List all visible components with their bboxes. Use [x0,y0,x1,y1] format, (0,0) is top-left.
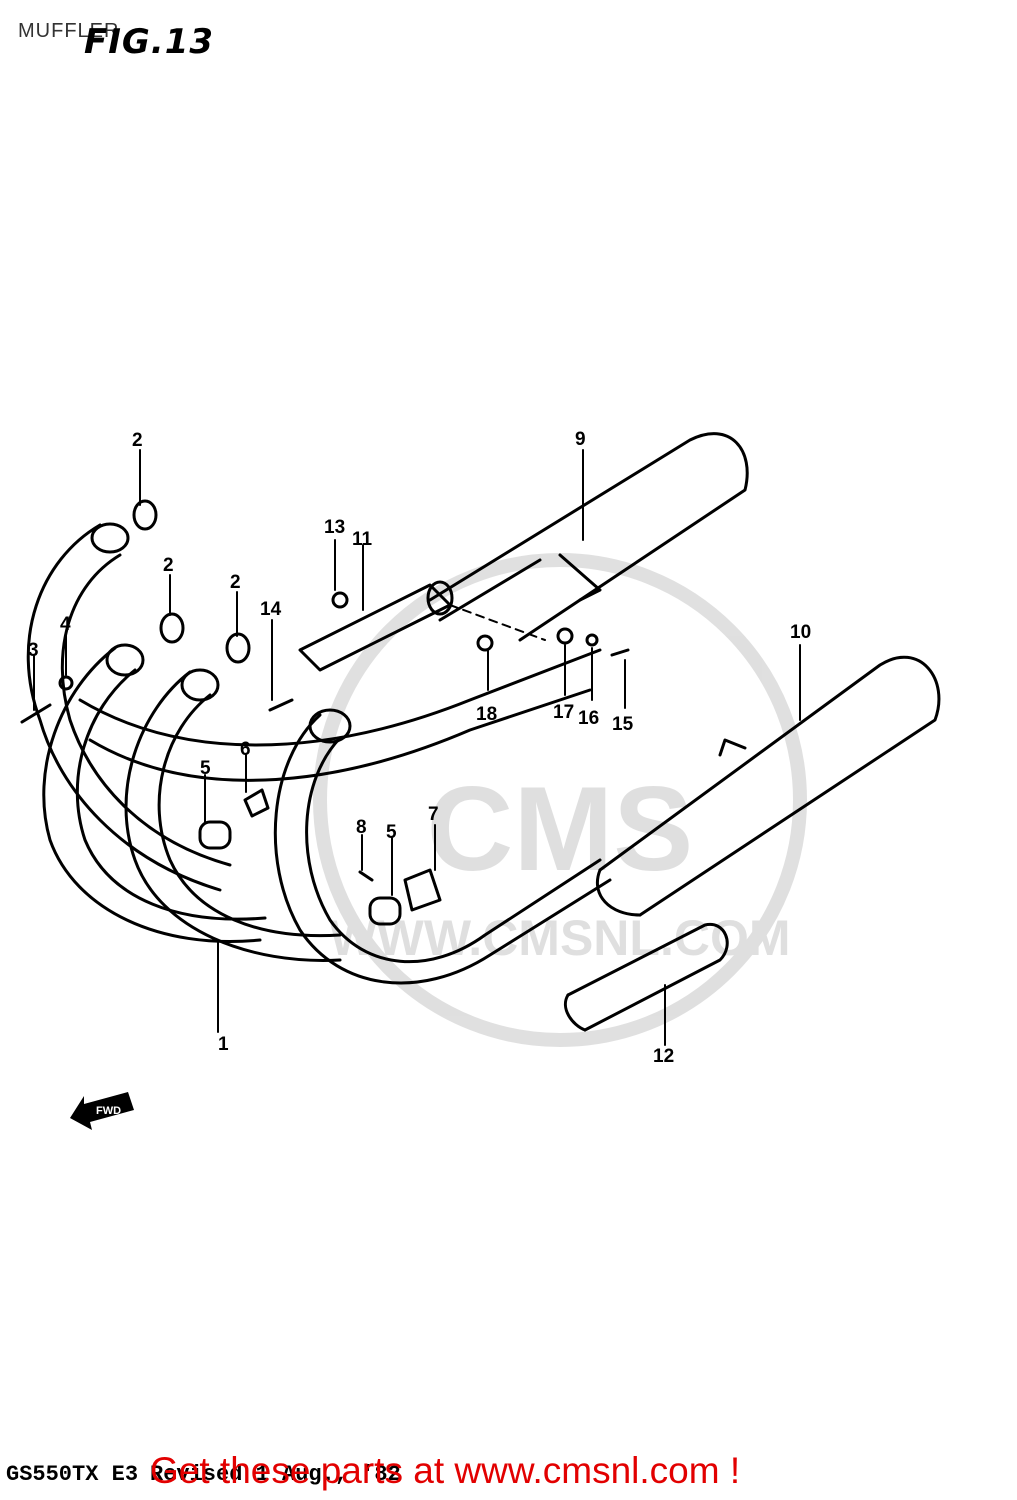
callout-5b: 5 [386,822,397,843]
figure-title: FIG.13 [84,22,215,62]
exhaust-pipe-2 [42,643,267,943]
watermark-logo-text: CMS [427,762,694,896]
callout-9: 9 [575,429,586,450]
callout-2c: 2 [230,572,241,593]
exhaust-pipe-1 [26,522,232,892]
fwd-label: FWD [96,1105,121,1117]
footer-model: GS550TX E3 [6,1462,139,1487]
collector-pipe [78,648,602,782]
callout-16: 16 [578,708,599,729]
callout-2b: 2 [163,555,174,576]
fwd-arrow-icon: FWD [70,1092,134,1130]
watermark-url-text: WWW.CMSNL.COM [329,910,790,966]
callout-11: 11 [352,529,373,550]
muffler-9 [428,432,749,642]
exhaust-pipe-4 [273,708,612,985]
small-fasteners [20,591,630,926]
callout-18: 18 [476,704,497,725]
callout-15: 15 [612,714,634,735]
section-label: MUFFLER [18,20,120,42]
callout-numbers: 1 2 2 2 3 4 5 5 6 7 8 9 10 11 12 13 14 1… [28,429,811,1067]
callout-17: 17 [553,702,574,723]
callout-10: 10 [790,622,811,643]
cta-link[interactable]: Get these parts at www.cmsnl.com ! [150,1450,741,1491]
callout-13: 13 [324,517,345,538]
callout-14: 14 [260,599,282,620]
callout-2a: 2 [132,430,143,451]
callout-12: 12 [653,1046,674,1067]
leader-lines [33,449,801,1046]
callout-6: 6 [240,739,251,760]
callout-3: 3 [28,640,39,661]
muffler-10 [595,655,941,917]
pipe-12 [563,922,729,1032]
callout-7: 7 [428,804,439,825]
cmsnl-watermark: CMS WWW.CMSNL.COM [313,553,807,1047]
callout-4: 4 [60,614,71,635]
callout-1: 1 [218,1034,229,1055]
callout-8: 8 [356,817,367,838]
footer-revision: Revised 1 Aug., '82 [150,1462,401,1487]
callout-5a: 5 [200,758,211,779]
